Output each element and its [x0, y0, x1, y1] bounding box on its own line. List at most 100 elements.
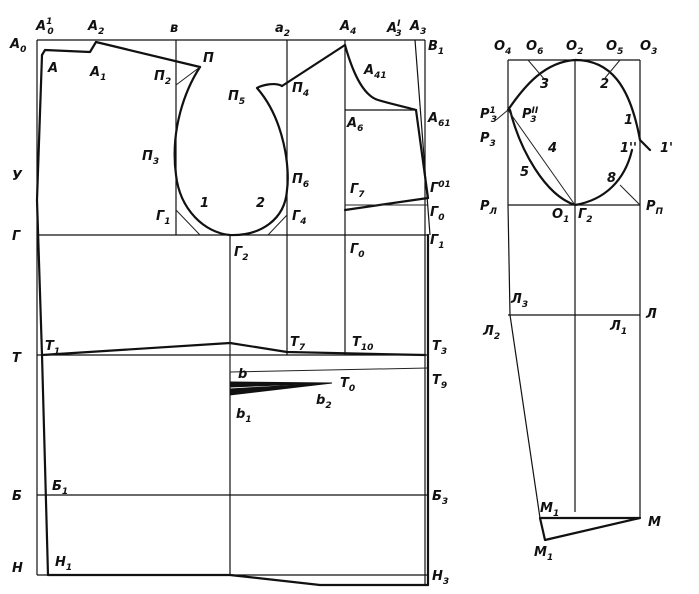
sleeve-guide-3 — [527, 59, 546, 81]
label-T7: Т7 — [290, 335, 306, 353]
label-T: Т — [12, 351, 22, 366]
label-L2: Л2 — [482, 324, 500, 342]
label-N: Н — [12, 561, 23, 576]
armhole-guide-G1 — [175, 209, 201, 236]
label-P2: П2 — [154, 69, 171, 87]
label-A2: A2 — [87, 19, 104, 37]
sleeve-diag-4-5 — [507, 109, 576, 206]
label-armhole-1: 1 — [200, 196, 209, 211]
label-O5: О5 — [606, 39, 623, 57]
label-b1: b1 — [236, 407, 252, 425]
label-T0: Т0 — [340, 376, 355, 394]
label-A0: A0 — [9, 37, 26, 55]
label-P5: П5 — [228, 89, 245, 107]
sleeve-frame — [507, 59, 641, 519]
armhole-labels: П П2 П3 Г1 1 2 Г2 Г4 П5 П4 П6 — [142, 51, 309, 263]
label-N3: Н3 — [432, 569, 449, 587]
label-P3: П3 — [142, 149, 159, 167]
front-upper — [280, 43, 430, 212]
label-A61: А61 — [427, 111, 451, 129]
label-G4: Г4 — [292, 209, 307, 227]
label-G0: Г0 — [430, 205, 445, 223]
hem-curve — [46, 573, 430, 587]
dart-lower — [229, 382, 333, 396]
label-RP: РП — [646, 199, 664, 217]
bodice-frame — [36, 39, 431, 585]
waist-dart — [229, 381, 333, 396]
right-labels: А41 А6 А61 Г7 Г01 Г0 Г1 Г0 Т7 Т10 Т3 Т9 … — [236, 63, 451, 587]
sleeve-contour — [495, 58, 652, 542]
front-edge — [414, 39, 431, 236]
dart-upper — [229, 381, 333, 388]
label-L3: Л3 — [510, 292, 528, 310]
label-G7: Г7 — [350, 182, 365, 200]
label-M1-lower: М1 — [534, 545, 553, 563]
front-edge-upper — [414, 108, 430, 200]
label-O4: О4 — [494, 39, 511, 57]
sleeve-cap-lower — [508, 108, 634, 207]
label-P4: П4 — [292, 81, 309, 99]
label-T1: Т1 — [45, 339, 60, 357]
label-RL: РЛ — [480, 199, 498, 217]
label-A6: А6 — [346, 116, 363, 134]
sleeve-left-lower — [509, 314, 541, 519]
back-neck — [40, 40, 98, 57]
label-O3: О3 — [640, 39, 657, 57]
label-sleeve-3: 3 — [540, 77, 549, 92]
label-sleeve-1-dprime: 1'' — [620, 141, 637, 156]
label-G2: Г2 — [234, 245, 249, 263]
label-G1-right: Г1 — [430, 233, 445, 251]
label-sleeve-2: 2 — [600, 77, 609, 92]
label-A: А — [47, 61, 58, 76]
sleeve-guide-2 — [604, 59, 621, 79]
label-T3: Т3 — [432, 339, 447, 357]
label-O1: О1 — [552, 207, 569, 225]
label-G01: Г01 — [430, 180, 451, 196]
waist-lower-line — [229, 367, 429, 373]
front-neck — [343, 43, 418, 112]
back-center-mid — [35, 198, 44, 357]
label-B1: В1 — [428, 39, 444, 57]
label-sleeve-5: 5 — [520, 165, 529, 180]
label-sleeve-1: 1 — [624, 113, 633, 128]
label-B1-left: Б1 — [52, 479, 68, 497]
label-M1-upper: М1 — [540, 501, 559, 519]
label-G2-sleeve: Г2 — [578, 207, 593, 225]
label-sleeve-4: 4 — [547, 141, 557, 156]
sleeve-left-upper — [507, 204, 511, 316]
back-contour — [35, 40, 430, 587]
label-R3: Р3 — [480, 131, 496, 149]
label-A41: А41 — [363, 63, 387, 81]
label-A3: A3 — [409, 19, 426, 37]
label-G: Г — [12, 229, 21, 244]
left-labels: А А1 У Г Т Т1 Б Б1 Н Н1 — [12, 61, 106, 576]
label-U: У — [12, 169, 23, 184]
label-b: b — [238, 367, 247, 382]
label-G1: Г1 — [156, 209, 171, 227]
back-shoulder — [94, 40, 202, 69]
label-T9: Т9 — [432, 373, 447, 391]
label-O2: О2 — [566, 39, 583, 57]
label-B3: Б3 — [432, 489, 448, 507]
armhole-guide-P2 — [175, 66, 201, 86]
sleeve-guide-8 — [619, 184, 641, 206]
armhole-curve — [173, 65, 289, 237]
label-P: П — [203, 51, 214, 66]
line-G7 — [343, 196, 430, 212]
sleeve-tick-R3 — [495, 109, 509, 121]
label-A4: A4 — [339, 19, 356, 37]
label-L: Л — [645, 307, 657, 322]
back-center-upper — [35, 53, 44, 202]
back-center-lower — [40, 353, 50, 577]
label-O6: О6 — [526, 39, 543, 57]
label-G0-bottom: Г0 — [350, 242, 365, 260]
armhole-guide-G4 — [267, 214, 288, 236]
label-v: в — [170, 21, 178, 36]
label-a2: a2 — [275, 21, 290, 39]
